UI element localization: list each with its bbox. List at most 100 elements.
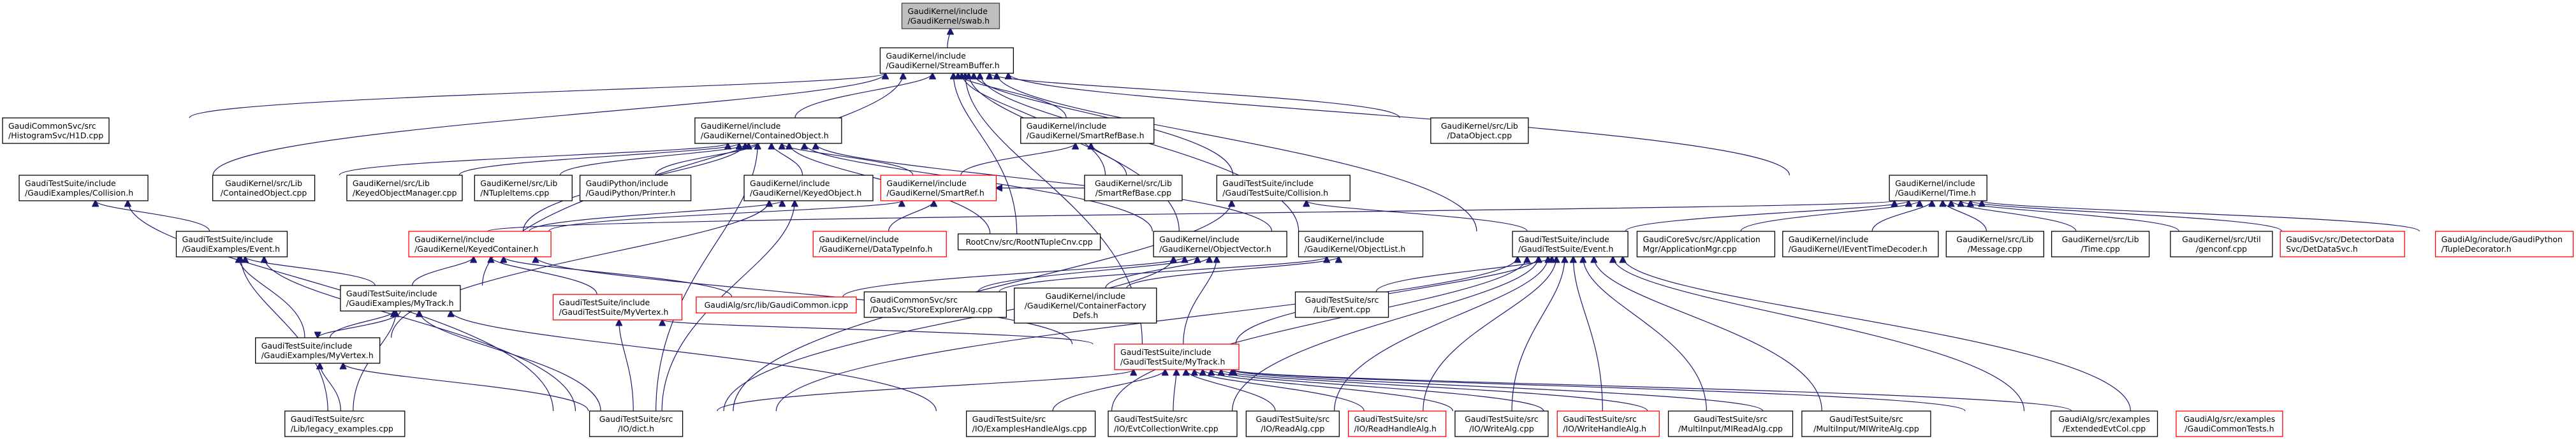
edge-smartrefbase_h-to-streambuffer <box>958 73 1067 119</box>
node-label-line: GaudiKernel/src/Lib <box>2062 235 2139 244</box>
edge-storeexplorer-to-objectlist <box>999 257 1327 293</box>
edge-dict_h-to-myvertex_ts <box>619 320 634 412</box>
node-label-line: GaudiTestSuite/include <box>261 341 353 351</box>
node-datatypeinfo[interactable]: GaudiKernel/include/GaudiKernel/DataType… <box>812 231 947 257</box>
node-readhandlealg[interactable]: GaudiTestSuite/src/IO/ReadHandleAlg.h <box>1348 410 1447 437</box>
node-label-line: /GaudiExamples/Collision.h <box>25 188 133 198</box>
node-miwritealg[interactable]: GaudiTestSuite/src/MultiInput/MIWriteAlg… <box>1801 410 1931 437</box>
edge-smartrefbase_cpp-to-smartrefbase_h <box>1091 143 1127 176</box>
node-gaudicommon_icpp[interactable]: GaudiAlg/src/lib/GaudiCommon.icpp <box>696 296 857 314</box>
node-objectvector[interactable]: GaudiKernel/include/GaudiKernel/ObjectVe… <box>1153 231 1287 257</box>
node-legacy_examples[interactable]: GaudiTestSuite/src/Lib/legacy_examples.c… <box>284 410 406 437</box>
node-label-line: /GaudiExamples/MyTrack.h <box>346 298 454 308</box>
edge-mireadalg-to-event_ts <box>1583 257 1707 412</box>
nodes-layer: GaudiKernel/include/GaudiKernel/swab.hGa… <box>2 3 2574 437</box>
node-detdatasvc[interactable]: GaudiSvc/src/DetectorDataSvc/DetDataSvc.… <box>2280 231 2405 257</box>
edge-legacy_examples-to-event_ex <box>241 257 328 412</box>
node-label-line: GaudiKernel/include <box>1305 235 1385 244</box>
edge-dict_h-to-myvertex_ex <box>343 363 589 412</box>
edge-gaudicommon_icpp-to-keyedcontainer <box>504 257 733 298</box>
node-label-line: /Message.cpp <box>1968 244 2023 254</box>
node-label-line: Defs.h <box>1072 310 1098 320</box>
node-writealg[interactable]: GaudiTestSuite/src/IO/WriteAlg.cpp <box>1454 410 1549 437</box>
node-smartrefbase_cpp[interactable]: GaudiKernel/src/Lib/SmartRefBase.cpp <box>1084 175 1183 201</box>
node-mytrack_ts[interactable]: GaudiTestSuite/include/GaudiTestSuite/My… <box>1114 343 1240 370</box>
edge-extendedevtcol-to-event_ts <box>1613 257 2025 412</box>
node-time_cpp[interactable]: GaudiKernel/src/Lib/Time.cpp <box>2051 231 2150 257</box>
node-time_h[interactable]: GaudiKernel/include/GaudiKernel/Time.h <box>1889 175 1987 201</box>
edge-mireadalg-to-mytrack_ts <box>1221 370 1648 412</box>
edge-rootntuplecnv-to-streambuffer <box>953 73 1018 235</box>
node-printer[interactable]: GaudiPython/include/GaudiPython/Printer.… <box>579 175 692 201</box>
edge-readhandlealg-to-event_ts <box>1423 257 1556 412</box>
node-label-line: /NTupleItems.cpp <box>480 188 549 198</box>
node-writehandlealg[interactable]: GaudiTestSuite/src/IO/WriteHandleAlg.h <box>1556 410 1660 437</box>
node-box <box>957 233 1101 250</box>
node-label-line: /GaudiExamples/Event.h <box>182 244 280 254</box>
node-message_cpp[interactable]: GaudiKernel/src/Lib/Message.cpp <box>1945 231 2044 257</box>
node-lib_event_cpp[interactable]: GaudiTestSuite/src/Lib/Event.cpp <box>1294 291 1389 318</box>
edge-time_h-to-streambuffer <box>1008 73 1790 176</box>
node-smartref[interactable]: GaudiKernel/include/GaudiKernel/SmartRef… <box>880 175 997 201</box>
node-box <box>2051 231 2150 257</box>
node-streambuffer[interactable]: GaudiKernel/include/GaudiKernel/StreamBu… <box>879 47 1014 74</box>
node-dataobject_cpp[interactable]: GaudiKernel/src/Lib/DataObject.cpp <box>1430 117 1529 144</box>
node-dict_h[interactable]: GaudiTestSuite/src/IO/dict.h <box>589 410 684 437</box>
node-storeexplorer[interactable]: GaudiCommonSvc/src/DataSvc/StoreExplorer… <box>863 291 1007 318</box>
node-collision_ex[interactable]: GaudiTestSuite/include/GaudiExamples/Col… <box>18 175 149 201</box>
node-ieventtimedecoder[interactable]: GaudiKernel/include/GaudiKernel/IEventTi… <box>1782 231 1939 257</box>
node-keyedobjectmanager[interactable]: GaudiKernel/src/Lib/KeyedObjectManager.c… <box>346 175 463 201</box>
node-label-line: /IO/ReadAlg.cpp <box>1261 424 1324 433</box>
node-ntupleitems[interactable]: GaudiKernel/src/Lib/NTupleItems.cpp <box>474 175 573 201</box>
edge-dict_h-to-collision_ts <box>733 201 1232 412</box>
node-label-line: GaudiTestSuite/src <box>1465 414 1539 424</box>
node-myvertex_ts[interactable]: GaudiTestSuite/include/GaudiTestSuite/My… <box>552 294 683 321</box>
edge-dict_h-to-event_ex <box>264 257 576 412</box>
edge-writealg-to-mytrack_ts <box>1203 370 1454 412</box>
node-evtcollectionwrite[interactable]: GaudiTestSuite/src/IO/EvtCollectionWrite… <box>1108 410 1238 437</box>
node-h1d[interactable]: GaudiCommonSvc/src/HistogramSvc/H1D.cpp <box>2 117 110 144</box>
node-label-line: GaudiKernel/include <box>1789 235 1869 244</box>
node-label-line: GaudiSvc/src/DetectorData <box>2286 235 2394 244</box>
node-genconf[interactable]: GaudiKernel/src/Util/genconf.cpp <box>2170 231 2273 257</box>
node-keyedcontainer[interactable]: GaudiKernel/include/GaudiKernel/KeyedCon… <box>408 231 552 257</box>
node-box <box>212 175 316 201</box>
node-box <box>1216 175 1350 201</box>
node-event_ex[interactable]: GaudiTestSuite/include/GaudiExamples/Eve… <box>175 231 288 257</box>
node-label-line: /TupleDecorator.h <box>2441 244 2512 254</box>
node-box <box>1348 410 1447 437</box>
node-label-line: /ContainedObject.cpp <box>221 188 307 198</box>
node-mytrack_ex[interactable]: GaudiTestSuite/include/GaudiExamples/MyT… <box>340 285 461 312</box>
node-gaudicommontests[interactable]: GaudiAlg/src/examples/GaudiCommonTests.h <box>2176 410 2283 437</box>
edges-layer <box>96 29 2420 412</box>
node-box <box>1512 231 1628 257</box>
node-label-line: GaudiTestSuite/src <box>1354 414 1428 424</box>
edge-datatypeinfo-to-smartref <box>888 201 934 232</box>
node-objectlist[interactable]: GaudiKernel/include/GaudiKernel/ObjectLi… <box>1298 231 1424 257</box>
node-tupledecorator[interactable]: GaudiAlg/include/GaudiPython/TupleDecora… <box>2434 231 2574 257</box>
node-myvertex_ex[interactable]: GaudiTestSuite/include/GaudiExamples/MyV… <box>255 337 381 364</box>
node-readalg[interactable]: GaudiTestSuite/src/IO/ReadAlg.cpp <box>1245 410 1340 437</box>
node-label-line: /ExtendedEvtCol.cpp <box>2063 424 2146 433</box>
node-keyedobject[interactable]: GaudiKernel/include/GaudiKernel/KeyedObj… <box>743 175 874 201</box>
node-label-line: /KeyedObjectManager.cpp <box>353 188 457 198</box>
node-label-line: /GaudiTestSuite/Collision.h <box>1222 188 1328 198</box>
node-containedobject_h[interactable]: GaudiKernel/include/GaudiKernel/Containe… <box>694 117 842 144</box>
node-collision_ts[interactable]: GaudiTestSuite/include/GaudiTestSuite/Co… <box>1216 175 1350 201</box>
node-label-line: GaudiKernel/include <box>1046 291 1126 301</box>
node-box <box>965 410 1096 437</box>
node-exampleshandlealgs[interactable]: GaudiTestSuite/src/IO/ExamplesHandleAlgs… <box>965 410 1096 437</box>
node-mireadalg[interactable]: GaudiTestSuite/src/MultiInput/MIReadAlg.… <box>1667 410 1794 437</box>
node-appmgr[interactable]: GaudiCoreSvc/src/ApplicationMgr/Applicat… <box>1636 231 1776 257</box>
node-smartrefbase_h[interactable]: GaudiKernel/include/GaudiKernel/SmartRef… <box>1020 117 1155 144</box>
node-label-line: GaudiTestSuite/src <box>1563 414 1637 424</box>
node-label-line: GaudiKernel/src/Lib <box>225 178 302 188</box>
node-rootntuplecnv[interactable]: RootCnv/src/RootNTupleCnv.cpp <box>957 233 1101 250</box>
node-label-line: /IO/WriteAlg.cpp <box>1469 424 1534 433</box>
node-event_ts[interactable]: GaudiTestSuite/include/GaudiTestSuite/Ev… <box>1512 231 1628 257</box>
node-containedobject_cpp[interactable]: GaudiKernel/src/Lib/ContainedObject.cpp <box>212 175 316 201</box>
node-label-line: /Lib/Event.cpp <box>1314 305 1370 314</box>
node-extendedevtcol[interactable]: GaudiAlg/src/examples/ExtendedEvtCol.cpp <box>2050 410 2158 437</box>
edge-evtcollectionwrite-to-mytrack_ts <box>1173 370 1176 412</box>
node-containerfactory[interactable]: GaudiKernel/include/GaudiKernel/Containe… <box>1014 287 1157 324</box>
